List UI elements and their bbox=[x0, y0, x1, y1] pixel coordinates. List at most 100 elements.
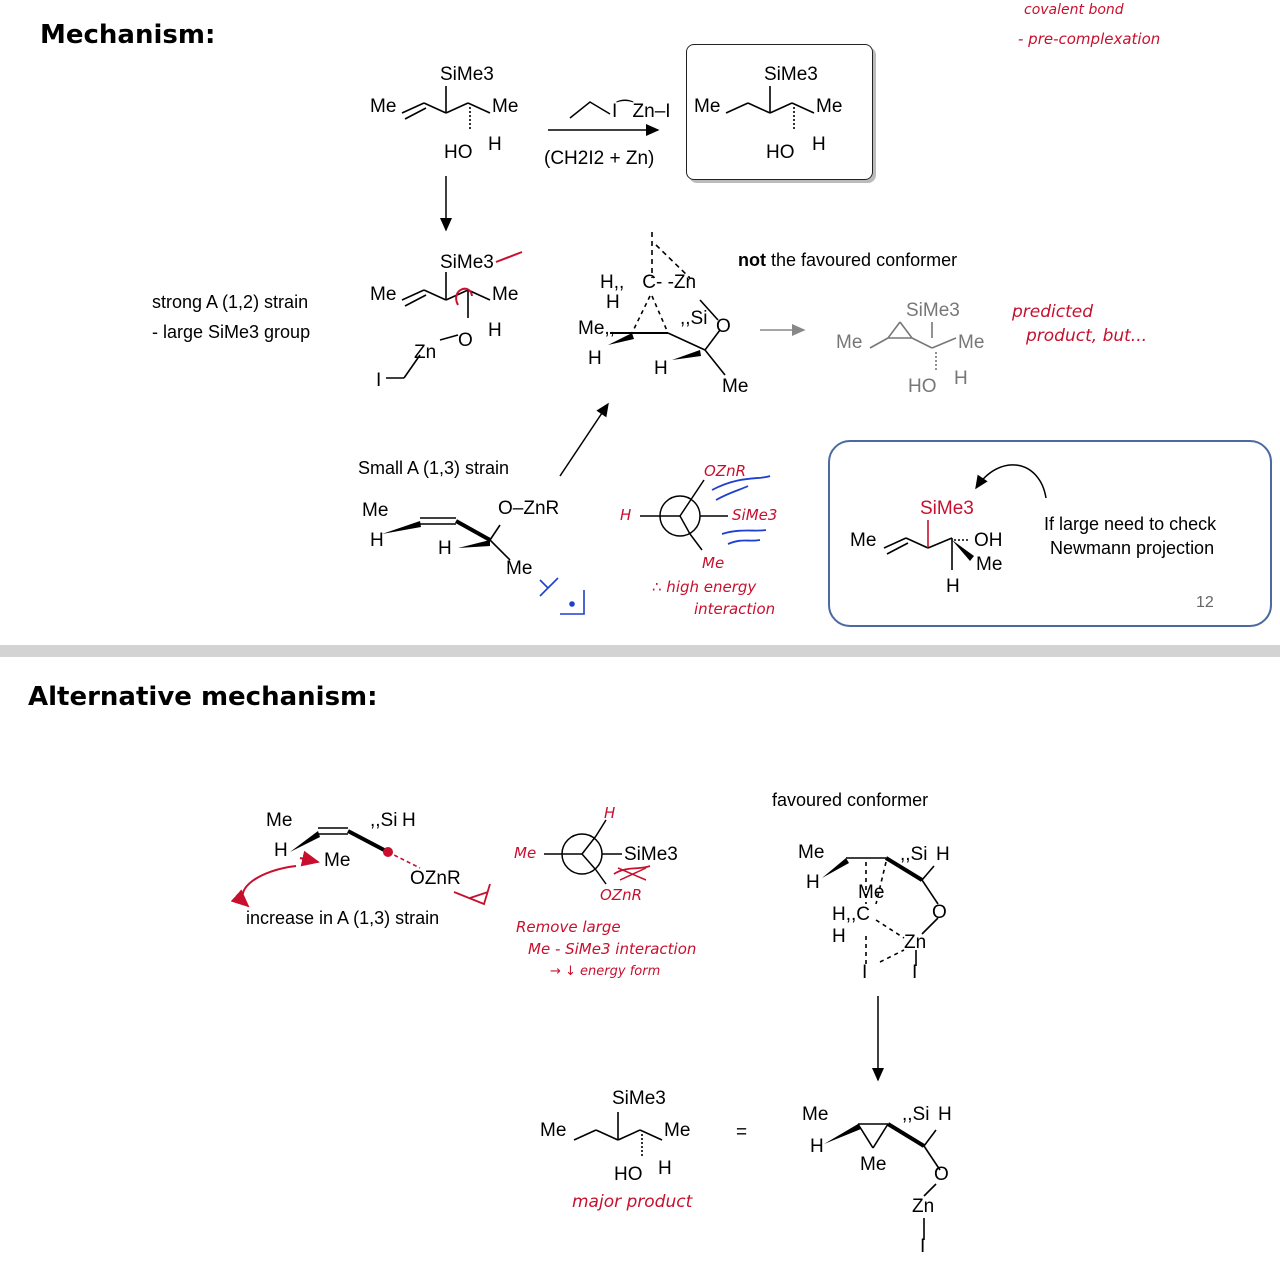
fav-i-right: I bbox=[912, 962, 918, 983]
fav-o: O bbox=[932, 902, 947, 923]
major-h: H bbox=[658, 1158, 672, 1179]
final-zn: Zn bbox=[912, 1196, 935, 1217]
small-strain-label: Small A (1,3) strain bbox=[358, 458, 510, 478]
reagent-formula: I⁀Zn–I bbox=[612, 101, 671, 122]
fav-h-right: H bbox=[936, 844, 950, 865]
newman1-note-line1: ∴ high energy bbox=[652, 578, 757, 596]
small-strain-ozn: O–ZnR bbox=[498, 498, 560, 519]
alt-h-right: H bbox=[402, 810, 416, 831]
i-atom-1: I bbox=[376, 370, 382, 391]
product-h: H bbox=[812, 134, 826, 155]
alt-red-arrow bbox=[230, 865, 297, 908]
zn-complex-me-left: Me bbox=[370, 284, 397, 305]
slide-title: Mechanism: bbox=[40, 20, 216, 50]
strain-note-line1: strong A (1,2) strain bbox=[152, 292, 309, 312]
major-me-right: Me bbox=[664, 1120, 691, 1141]
info-h: H bbox=[946, 576, 960, 597]
page-number: 12 bbox=[1196, 594, 1214, 611]
predicted-note-line2: product, but... bbox=[1026, 326, 1148, 346]
fav-me: Me bbox=[798, 842, 825, 863]
ts-si: ,,Si bbox=[680, 308, 708, 329]
major-product-note: major product bbox=[572, 1192, 693, 1212]
final-o: O bbox=[934, 1164, 949, 1185]
reagent-sub: (CH2I2 + Zn) bbox=[544, 148, 655, 169]
final-structure-bonds bbox=[857, 1122, 941, 1240]
newman1-sime3: SiMe3 bbox=[732, 506, 778, 524]
ts-me: Me bbox=[722, 376, 749, 397]
fav-h-left: H bbox=[806, 872, 820, 893]
newman1-h: H bbox=[620, 506, 632, 524]
newman1-me: Me bbox=[702, 554, 725, 572]
not-favoured-label: not the favoured conformer bbox=[738, 250, 957, 271]
diagonal-arrow bbox=[559, 402, 609, 477]
alt-red-dot bbox=[383, 847, 393, 857]
fav-hc: H,,C bbox=[832, 904, 870, 925]
favoured-conformer-bonds bbox=[846, 856, 939, 966]
info-line2: Newmann projection bbox=[1050, 538, 1215, 558]
fav-i-left: I bbox=[862, 962, 868, 983]
zn-complex-sime3: SiMe3 bbox=[440, 252, 494, 273]
final-me-bottom: Me bbox=[860, 1154, 887, 1175]
product-bonds bbox=[725, 86, 815, 130]
newman2-ozn: OZnR bbox=[600, 886, 643, 904]
zn-complex-me-right: Me bbox=[492, 284, 519, 305]
alt-strain-label: increase in A (1,3) strain bbox=[246, 908, 440, 928]
info-curved-arrow bbox=[975, 464, 1047, 499]
ts-h-left: H bbox=[588, 348, 602, 369]
alt-si: ,,Si bbox=[370, 810, 398, 831]
zn-complex-h: H bbox=[488, 320, 502, 341]
alt-me-left: Me bbox=[266, 810, 293, 831]
start-sime3: SiMe3 bbox=[440, 64, 494, 85]
not-favoured-text: the favoured conformer bbox=[771, 250, 958, 270]
alt-structure-bonds bbox=[318, 827, 421, 869]
blue-eye-sketch bbox=[539, 577, 585, 615]
info-oh: OH bbox=[974, 530, 1003, 551]
newman1-note-line2: interaction bbox=[694, 600, 776, 618]
predicted-me-left: Me bbox=[836, 332, 863, 353]
final-me: Me bbox=[802, 1104, 829, 1125]
ts-atoms: H,,C- -Zn bbox=[600, 272, 697, 293]
start-me-right: Me bbox=[492, 96, 519, 117]
small-strain-bonds bbox=[420, 517, 511, 561]
predicted-product-bonds bbox=[869, 321, 957, 372]
info-box bbox=[828, 440, 1272, 627]
small-strain-me: Me bbox=[506, 558, 533, 579]
favoured-label: favoured conformer bbox=[772, 790, 929, 810]
zn-atom-1: Zn bbox=[414, 342, 437, 363]
newman2-h: H bbox=[604, 804, 616, 822]
info-box-structure bbox=[883, 520, 970, 570]
note-covalent-bond: covalent bond bbox=[1024, 2, 1124, 18]
major-me-left: Me bbox=[540, 1120, 567, 1141]
zinc-complex-bonds bbox=[386, 272, 491, 379]
fav-h2: H bbox=[832, 926, 846, 947]
transition-state-bonds bbox=[610, 232, 726, 376]
start-me-left: Me bbox=[370, 96, 397, 117]
predicted-h: H bbox=[954, 368, 968, 389]
slide-divider bbox=[0, 645, 1280, 657]
newman2-sime3: SiMe3 bbox=[624, 844, 678, 865]
newman-projection-2 bbox=[544, 819, 622, 885]
newman1-ozn: OZnR bbox=[704, 462, 747, 480]
product-me-right: Me bbox=[816, 96, 843, 117]
major-product-bonds bbox=[573, 1112, 663, 1156]
small-strain-me-left: Me bbox=[362, 500, 389, 521]
fav-si: ,,Si bbox=[900, 844, 928, 865]
note-pre-complexation: - pre-complexation bbox=[1018, 30, 1161, 48]
not-favoured-prefix: not bbox=[738, 250, 766, 270]
info-sime3: SiMe3 bbox=[920, 498, 974, 519]
product-sime3: SiMe3 bbox=[764, 64, 818, 85]
newman2-note-line1: Remove large bbox=[516, 918, 621, 936]
small-strain-h-left: H bbox=[370, 530, 384, 551]
info-me: Me bbox=[850, 530, 877, 551]
ts-o: O bbox=[716, 316, 731, 337]
predicted-sime3: SiMe3 bbox=[906, 300, 960, 321]
final-i: I bbox=[920, 1236, 926, 1257]
newman2-me: Me bbox=[514, 844, 537, 862]
alt-me-mid: Me bbox=[324, 850, 351, 871]
newman2-note-line3: → ↓ energy form bbox=[550, 964, 661, 979]
ts-h-mid: H bbox=[654, 358, 668, 379]
fav-me-mid: Me bbox=[858, 882, 885, 903]
small-strain-h-mid: H bbox=[438, 538, 452, 559]
predicted-me-right: Me bbox=[958, 332, 985, 353]
